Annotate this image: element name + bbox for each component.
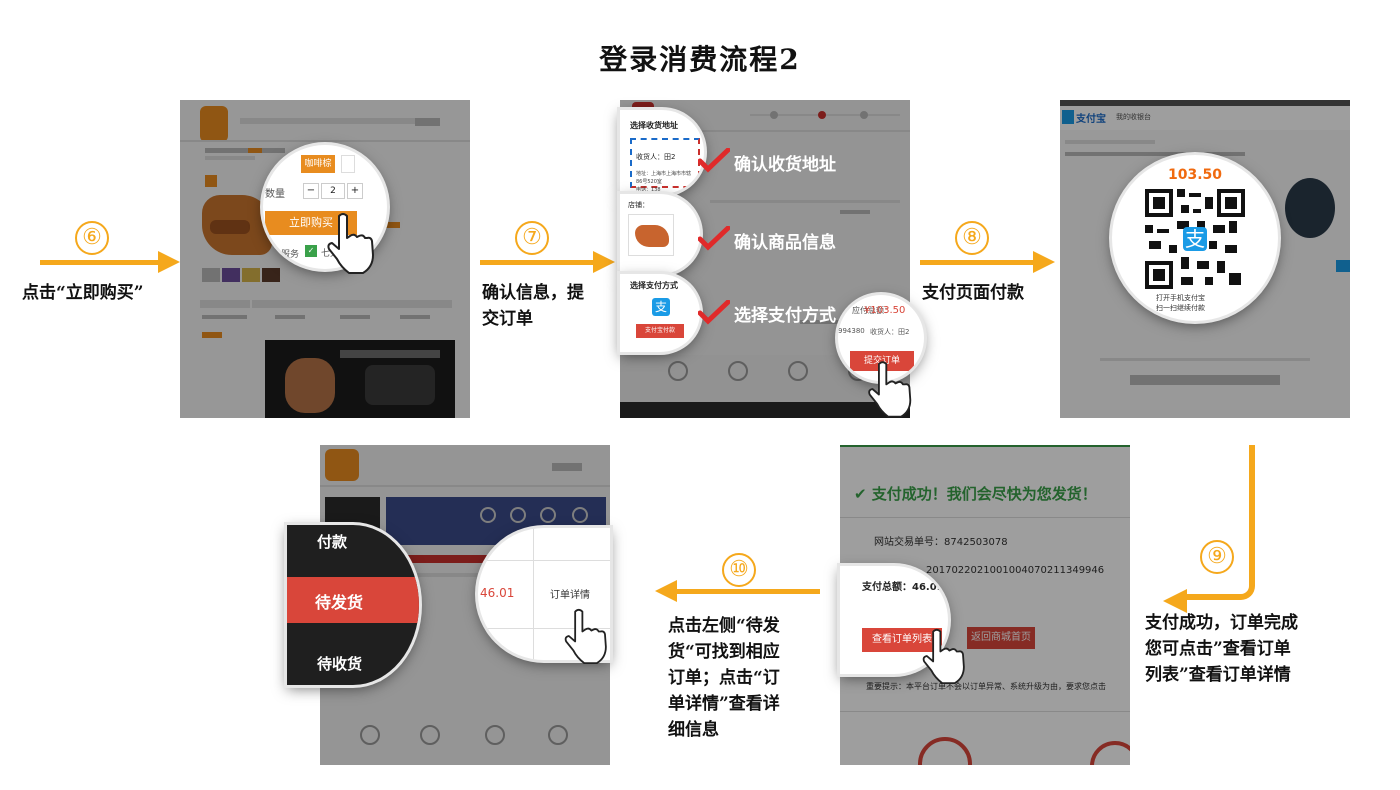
step-caption-10-line4: 单详情”查看详 [668,694,780,714]
payment-amount: 103.50 [1167,167,1223,183]
step-number-10: ⑩ [722,553,756,587]
zoom-view-orders: 支付总额：46.01元 查看订单列表 [840,566,948,674]
quantity-input[interactable]: 2 [321,183,345,199]
flow-arrow-6 [40,251,180,273]
pointer-hand-icon [564,608,607,664]
flow-arrow-10 [655,580,820,602]
address-section-title: 选择收货地址 [630,121,678,130]
zoom-order-detail: 46.01 订单详情 [478,528,610,660]
qr-instruction-2: 扫一扫继续付款 [1156,304,1205,312]
step-caption-6: 点击“立即购买” [22,283,144,303]
step-caption-9-line2: 您可点击”查看订单 [1145,639,1291,659]
safety-tip: 重要提示：本平台订单不会以订单异常、系统升级为由，要求您点击 [866,682,1106,691]
step-number-9: ⑨ [1200,540,1234,574]
step-caption-10-line2: 货“可找到相应 [668,642,780,662]
annotation-choose-payment: 选择支付方式 [734,306,836,326]
transaction-number-label: 网站交易单号： [874,537,944,548]
alipay-pay-button[interactable]: 支付宝付款 [636,324,684,338]
alipay-cashier-label: 我的收银台 [1116,113,1151,121]
step-number-7: ⑦ [515,221,549,255]
transaction-number: 8742503078 [944,537,1008,548]
payment-success-message: ✔ 支付成功！我们会尽快为您发货！ [854,485,1097,503]
total-label: 支付总额： [862,582,912,593]
pointer-hand-icon [327,213,374,274]
total-prefix: 应付总额： [852,306,892,315]
alipay-brand: 支付宝 [1076,114,1106,125]
menu-item-awaiting-receipt[interactable]: 待收货 [317,655,363,673]
step-number-6: ⑥ [75,221,109,255]
step-caption-10-line3: 订单；点击“订 [668,668,780,688]
step-caption-10-line1: 点击左侧“待发 [668,616,780,636]
checkmark-icon [698,148,730,173]
quantity-minus-button[interactable]: − [303,183,319,199]
step-caption-7-line2: 交订单 [482,309,533,329]
receiver-summary: 收货人：田2 [870,328,910,336]
flow-arrow-8 [920,251,1055,273]
pointer-hand-icon [868,361,912,418]
zoom-payment: 选择支付方式 支 支付宝付款 [620,274,700,352]
total-value: 46.01元 [912,582,948,593]
alipay-icon: 支 [652,298,670,316]
checkmark-icon [698,226,730,251]
order-amount: 46.01 [480,586,515,600]
zoom-alipay-qr: 103.50 支 打开手机支付宝 扫一扫继续付款 [1112,155,1278,321]
color-option-coffee[interactable]: 咖啡棕 [301,155,335,173]
quantity-label: 数量 [265,189,285,200]
flow-arrowhead-9 [1163,589,1187,613]
receiver-name: 收货人：田2 [636,153,676,161]
order-number-fragment: 994380 [838,327,865,335]
flow-arrow-9 [1185,445,1255,600]
service-label: 服务 [281,250,300,260]
diagram-title: 登录消费流程2 [599,43,801,76]
zoom-address: 选择收货地址 收货人：田2 地址：上海市上海市市辖 86号520室 电话：138 [620,110,704,194]
view-order-list-button[interactable]: 查看订单列表 [862,628,942,652]
quantity-plus-button[interactable]: + [347,183,363,199]
annotation-confirm-goods: 确认商品信息 [734,233,836,253]
store-label: 店铺： [628,201,649,209]
phone-text: 电话：138 [636,187,661,193]
payment-number: 20170220210010040702113499​46 [926,565,1105,576]
total-amount: ¥103.50 [864,305,906,316]
address-text-2: 86号520室 [636,179,662,185]
pointer-hand-icon [922,628,965,684]
menu-item-awaiting-shipment[interactable]: 待发货 [315,593,364,612]
service-text: 七天 [321,249,340,259]
step-caption-9-line3: 列表”查看订单详情 [1145,665,1291,685]
step-number-8: ⑧ [955,221,989,255]
flow-arrow-7 [480,251,615,273]
order-detail-link[interactable]: 订单详情 [550,590,590,601]
zoom-goods: 店铺： [620,194,700,274]
qr-code-icon: 支 [1145,189,1245,289]
qr-instruction-1: 打开手机支付宝 [1156,294,1205,302]
menu-item-pending-payment[interactable]: 付款 [317,533,348,551]
zoom-side-menu: 付款 待发货 待收货 [287,525,419,685]
step-caption-8: 支付页面付款 [922,283,1024,303]
submit-order-button[interactable]: 提交订单 [850,351,914,371]
payment-section-title: 选择支付方式 [630,281,678,290]
step-caption-7-line1: 确认信息，提 [482,283,584,303]
annotation-confirm-address: 确认收货地址 [734,155,836,175]
address-text: 地址：上海市上海市市辖 [636,171,692,177]
svg-text:支: 支 [1185,227,1205,251]
step-caption-9-line1: 支付成功，订单完成 [1145,613,1298,633]
step-caption-10-line5: 细信息 [668,720,719,740]
home-button[interactable]: 返回商城首页 [967,627,1035,649]
checkmark-icon [698,300,730,325]
